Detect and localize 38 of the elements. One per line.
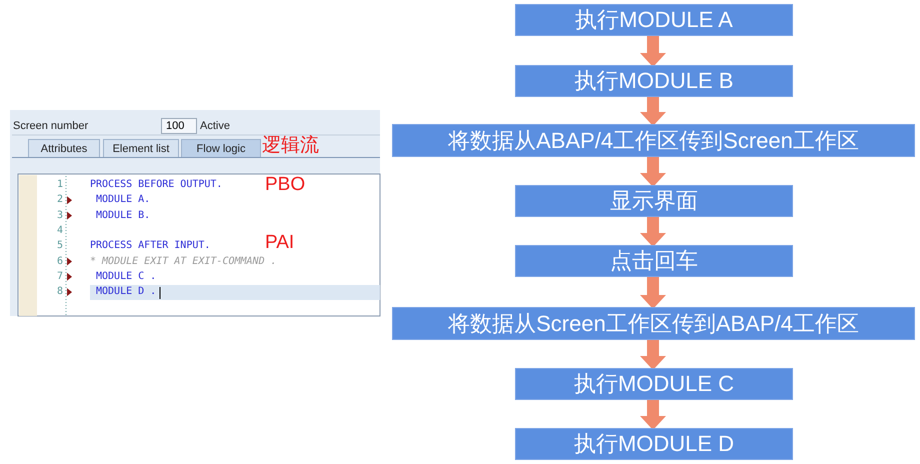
status-text: Active [200,120,230,132]
process-box: 执行MODULE B [515,65,793,97]
line-number: 1 [56,179,63,190]
process-box: 显示界面 [515,185,793,217]
line-number: 4 [56,224,63,236]
line-number: 3 [56,210,63,221]
process-box: 将数据从ABAP/4工作区传到Screen工作区 [392,124,915,157]
annotation: PBO [265,174,306,196]
arrow [640,36,666,67]
code-line: MODULE C . [96,270,156,282]
code-line: MODULE A. [96,194,150,206]
tab: Flow logic [181,139,261,157]
code-line: PROCESS BEFORE OUTPUT. [90,179,222,190]
process-box: 执行MODULE C [515,368,793,400]
process-box: 点击回车 [515,245,793,277]
arrow [640,277,666,309]
process-box: 执行MODULE D [515,428,793,460]
code-comment: * MODULE EXIT AT EXIT-COMMAND . [90,256,277,266]
line-number: 2 [56,194,63,206]
code-line: MODULE D . [96,286,156,298]
input-field: 100 [161,118,197,134]
annotation: 逻辑流 [262,134,319,158]
tab: Element list [103,139,179,157]
line-number: 5 [56,240,63,252]
line-number: 7 [56,270,63,282]
line-number: 8 [56,286,63,298]
arrow [640,97,666,126]
annotation: PAI [265,232,294,254]
line-number: 6 [56,256,63,266]
field-label: Screen number [13,120,88,132]
arrow [640,400,666,430]
tab: Attributes [28,139,100,157]
process-box: 将数据从Screen工作区传到ABAP/4工作区 [392,307,915,340]
arrow [640,217,666,247]
code-line: MODULE B. [96,210,150,221]
process-box: 执行MODULE A [515,4,793,36]
arrow [640,340,666,370]
code-line: PROCESS AFTER INPUT. [90,240,210,252]
